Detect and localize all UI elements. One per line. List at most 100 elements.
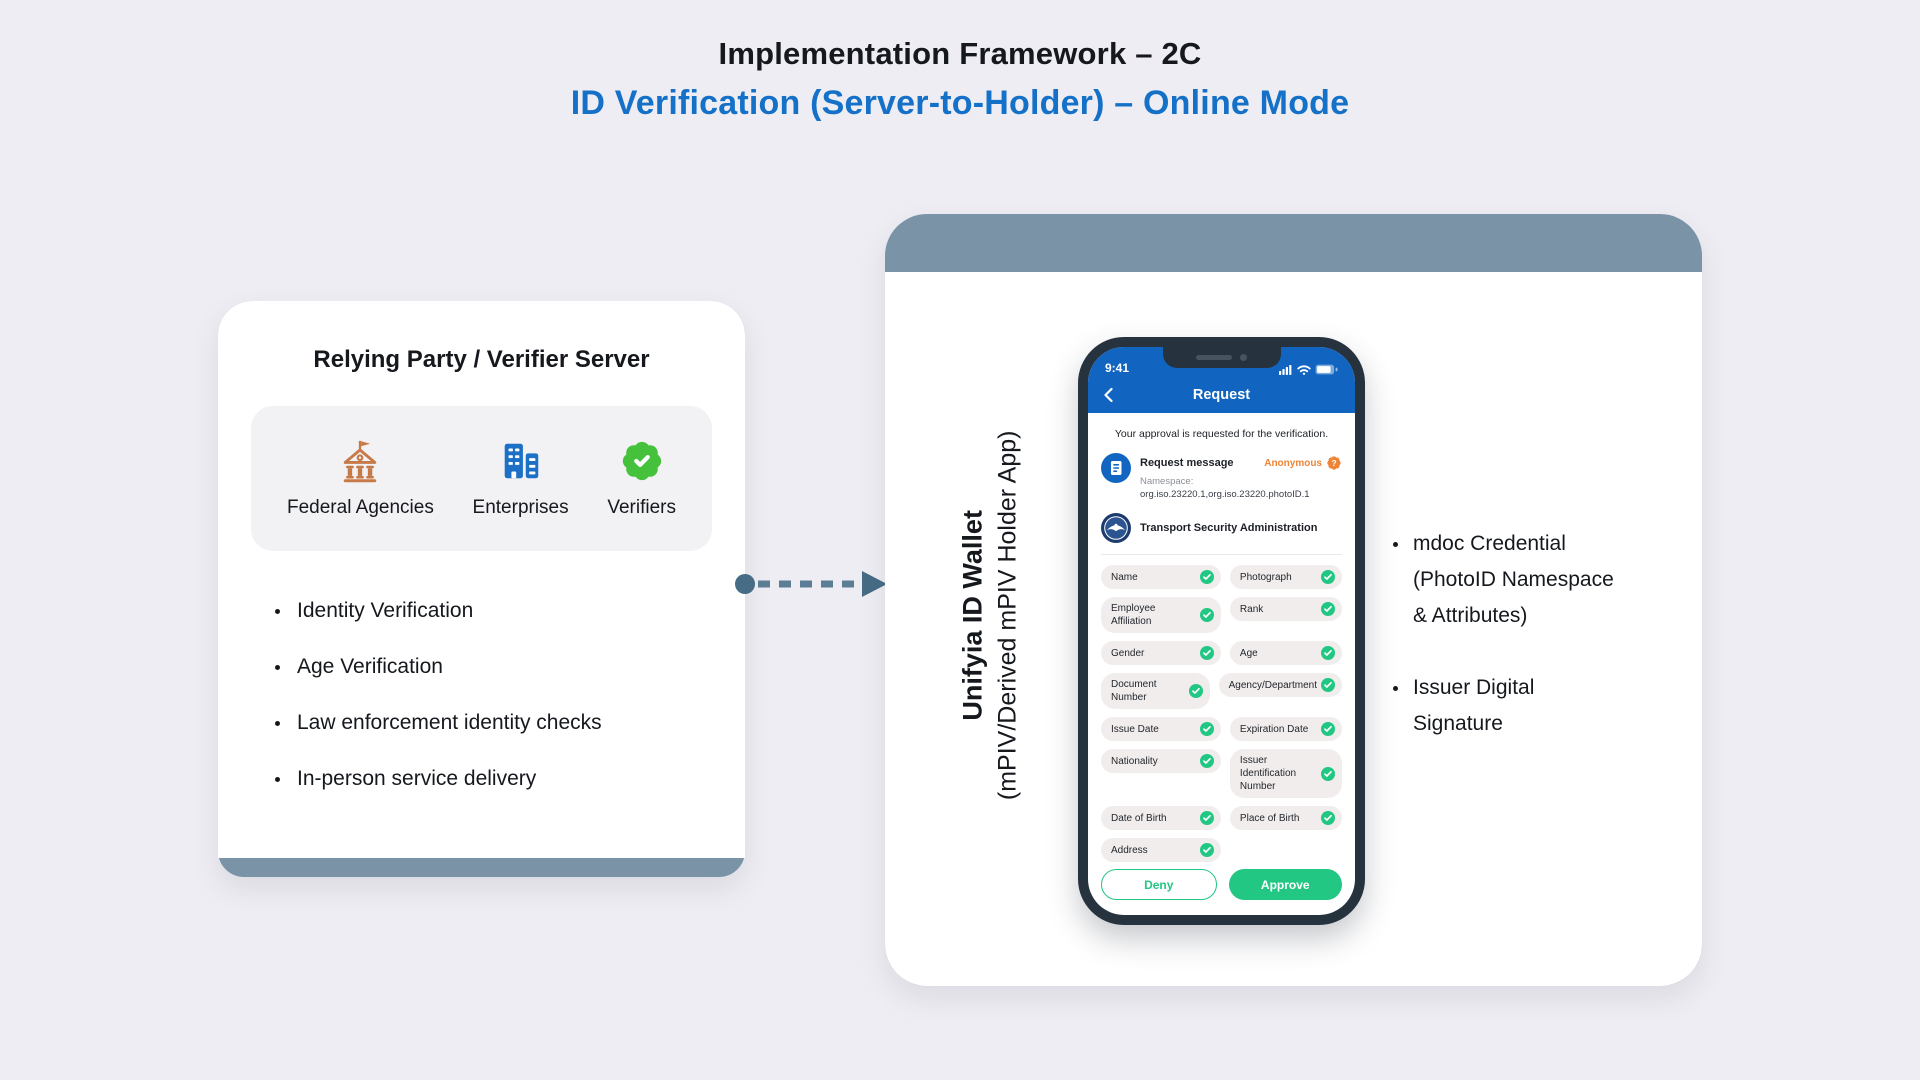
check-circle-icon [1320, 766, 1335, 781]
attribute-label: Age [1239, 647, 1258, 659]
attribute-label: Agency/Department [1228, 679, 1317, 691]
attribute-row: Gender Age [1101, 641, 1342, 665]
attribute-row: Date of Birth Place of Birth [1101, 806, 1342, 830]
approve-button[interactable]: Approve [1228, 869, 1342, 900]
anonymous-label: Anonymous [1264, 457, 1322, 469]
entity-label: Enterprises [472, 497, 569, 518]
check-circle-icon [1320, 646, 1335, 660]
attribute-chip[interactable]: Rank [1229, 597, 1342, 621]
entity-panel: Federal Agencies [251, 406, 712, 551]
check-circle-icon [1199, 843, 1214, 857]
bullet-dot-icon [275, 720, 280, 726]
screen-title: Request [1192, 387, 1251, 403]
anonymous-badge: Anonymous ? [1264, 455, 1342, 471]
document-circle-icon [1101, 453, 1131, 483]
check-circle-icon [1320, 678, 1335, 692]
divider [1101, 554, 1342, 555]
check-circle-icon [1199, 722, 1214, 736]
camera-dot [1240, 354, 1247, 361]
check-circle-icon [1320, 811, 1335, 825]
attribute-label: Issuer Identification Number [1239, 755, 1297, 792]
attribute-chip[interactable]: Nationality [1101, 749, 1221, 773]
wallet-name: Unifyia ID Wallet [957, 509, 988, 721]
bullet-dot-icon [1393, 542, 1398, 547]
wifi-icon [1297, 364, 1311, 375]
entity-label: Federal Agencies [287, 497, 434, 518]
tsa-seal-icon [1101, 513, 1131, 543]
capability-text: Law enforcement identity checks [297, 711, 602, 734]
check-circle-icon [1199, 811, 1214, 825]
attribute-label: Nationality [1111, 755, 1158, 767]
capability-item: Identity Verification [275, 597, 712, 625]
issuer-name: Transport Security Administration [1140, 522, 1318, 534]
attribute-row: Address [1101, 838, 1342, 862]
status-time: 9:41 [1105, 361, 1130, 375]
attribute-chip[interactable]: Expiration Date [1229, 717, 1342, 741]
request-message-title: Request message [1140, 457, 1234, 469]
deny-button[interactable]: Deny [1101, 869, 1217, 900]
check-circle-icon [1188, 684, 1203, 698]
entity-federal-agencies: Federal Agencies [287, 438, 434, 519]
page-title: Implementation Framework – 2C [718, 36, 1202, 71]
attribute-label: Employee Affiliation [1111, 603, 1156, 627]
relying-party-card: Relying Party / Verifier Server [218, 301, 745, 877]
namespace-value: org.iso.23220.1,org.iso.23220.photoID.1 [1140, 489, 1310, 500]
check-circle-icon [1199, 646, 1214, 660]
check-circle-icon [1199, 608, 1214, 622]
wallet-subname: (mPIV/Derived mPIV Holder App) [992, 430, 1021, 800]
request-message-row: Request message Anonymous ? Namespace: [1101, 453, 1342, 500]
attribute-chip[interactable]: Date of Birth [1101, 806, 1221, 830]
bullet-dot-icon [1393, 686, 1398, 691]
bullet-dot-icon [275, 664, 280, 670]
check-circle-icon [1199, 754, 1214, 768]
svg-text:?: ? [1331, 458, 1336, 468]
capability-item: Age Verification [275, 653, 712, 681]
attribute-chip[interactable]: Employee Affiliation [1101, 597, 1221, 633]
entity-label: Verifiers [607, 497, 676, 518]
check-circle-icon [1320, 602, 1335, 616]
government-building-icon [344, 440, 377, 483]
attribute-chip[interactable]: Issue Date [1101, 717, 1221, 741]
entity-verifiers: Verifiers [607, 438, 676, 519]
flow-arrow-icon [735, 571, 887, 597]
capabilities-list: Identity Verification Age Verification L… [251, 597, 712, 793]
attribute-chip[interactable]: Place of Birth [1229, 806, 1342, 830]
attribute-row: Issue Date Expiration Date [1101, 717, 1342, 741]
attribute-row: Document Number Agency/Department [1101, 673, 1342, 709]
back-chevron-icon[interactable] [1103, 387, 1113, 403]
attribute-chip[interactable]: Document Number [1101, 673, 1210, 709]
left-card-title: Relying Party / Verifier Server [313, 346, 650, 373]
capability-text: Age Verification [297, 655, 443, 678]
credential-note-item: mdoc Credential (PhotoID Namespace & Att… [1393, 526, 1618, 634]
attribute-chips: Name Photograph [1101, 565, 1342, 862]
attribute-label: Issue Date [1111, 723, 1159, 735]
attribute-chip[interactable]: Age [1229, 641, 1342, 665]
attribute-chip[interactable]: Gender [1101, 641, 1221, 665]
page-header: Implementation Framework – 2C ID Verific… [0, 36, 1920, 123]
capability-text: In-person service delivery [297, 767, 537, 790]
relying-party-card-body: Relying Party / Verifier Server [218, 301, 745, 858]
credential-note-item: Issuer Digital Signature [1393, 670, 1618, 742]
attribute-chip[interactable]: Address [1101, 838, 1221, 862]
page-subtitle: ID Verification (Server-to-Holder) – Onl… [570, 84, 1350, 122]
question-badge-icon: ? [1327, 456, 1341, 470]
attribute-label: Address [1111, 844, 1148, 856]
entity-enterprises: Enterprises [473, 438, 569, 519]
attribute-chip[interactable]: Name [1101, 565, 1221, 589]
wallet-side-label: Unifyia ID Wallet (mPIV/Derived mPIV Hol… [907, 400, 1072, 830]
capability-item: Law enforcement identity checks [275, 709, 712, 737]
credential-notes-list: mdoc Credential (PhotoID Namespace & Att… [1393, 526, 1618, 778]
wallet-card: Unifyia ID Wallet (mPIV/Derived mPIV Hol… [885, 214, 1702, 986]
bullet-dot-icon [275, 608, 280, 614]
attribute-chip[interactable]: Issuer Identification Number [1229, 749, 1342, 798]
attribute-row: Name Photograph [1101, 565, 1342, 589]
approval-text: Your approval is requested for the verif… [1114, 428, 1329, 440]
attribute-chip[interactable]: Photograph [1229, 565, 1342, 589]
attribute-chip[interactable]: Agency/Department [1218, 673, 1342, 697]
attribute-label: Gender [1111, 647, 1145, 659]
attribute-label: Place of Birth [1239, 812, 1300, 824]
status-bar: 9:41 [1088, 347, 1355, 377]
namespace-label: Namespace: [1140, 476, 1194, 487]
attribute-label: Photograph [1239, 571, 1292, 583]
